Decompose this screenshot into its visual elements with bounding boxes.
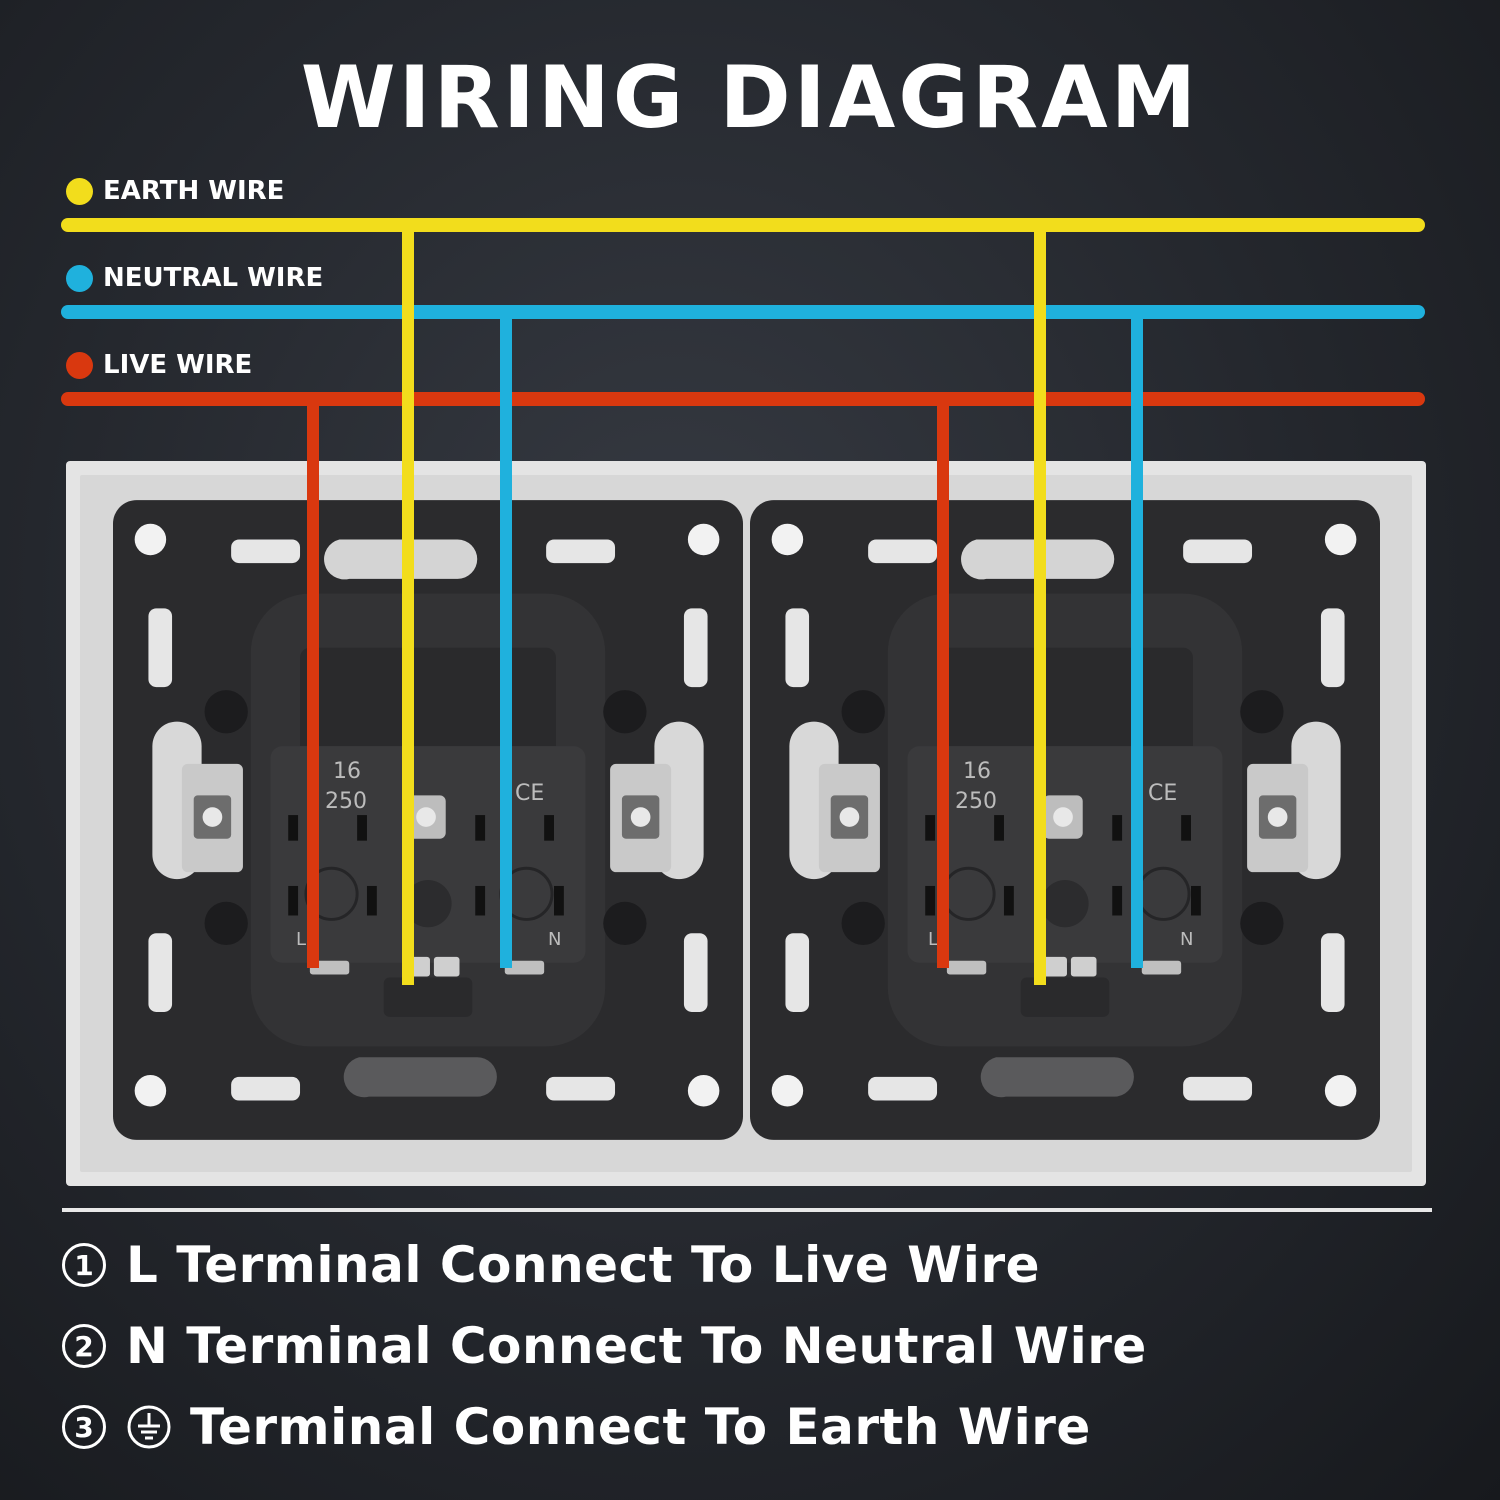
earth-dot-icon [66, 177, 93, 205]
socket-left [113, 500, 743, 1140]
instruction-2: 2 N Terminal Connect To Neutral Wire [62, 1311, 1147, 1381]
socket-right [750, 500, 1380, 1140]
legend-live: LIVE WIRE [66, 350, 252, 380]
earth-icon [127, 1405, 171, 1449]
instruction-text: N Terminal Connect To Neutral Wire [126, 1317, 1147, 1375]
l-terminal-label-left: L [296, 929, 306, 950]
live-dot-icon [66, 351, 93, 379]
rating-top-left: 16 [333, 759, 361, 784]
n-terminal-label-right: N [1180, 929, 1193, 950]
number-badge: 2 [62, 1324, 106, 1368]
page-title: WIRING DIAGRAM [300, 48, 1200, 148]
divider [62, 1208, 1432, 1212]
l-terminal-label-right: L [928, 929, 938, 950]
wiring-diagram: 16 250 CE L N 16 250 CE L N [61, 218, 1426, 1186]
legend-live-label: LIVE WIRE [103, 350, 253, 380]
instruction-text: L Terminal Connect To Live Wire [126, 1236, 1041, 1294]
rating-bottom-left: 250 [325, 789, 367, 814]
instruction-1: 1 L Terminal Connect To Live Wire [62, 1230, 1040, 1300]
number-badge: 1 [62, 1243, 106, 1287]
number-badge: 3 [62, 1405, 106, 1449]
legend-earth-label: EARTH WIRE [103, 176, 285, 206]
ce-mark-left: CE [515, 781, 544, 806]
ce-mark-right: CE [1148, 781, 1177, 806]
rating-bottom-right: 250 [955, 789, 997, 814]
legend-earth: EARTH WIRE [66, 176, 284, 206]
neutral-dot-icon [66, 264, 93, 292]
instruction-text: Terminal Connect To Earth Wire [190, 1398, 1091, 1456]
legend-neutral: NEUTRAL WIRE [66, 263, 323, 293]
legend-neutral-label: NEUTRAL WIRE [103, 263, 324, 293]
rating-top-right: 16 [963, 759, 991, 784]
instruction-3: 3 Terminal Connect To Earth Wire [62, 1392, 1091, 1462]
n-terminal-label-left: N [548, 929, 561, 950]
